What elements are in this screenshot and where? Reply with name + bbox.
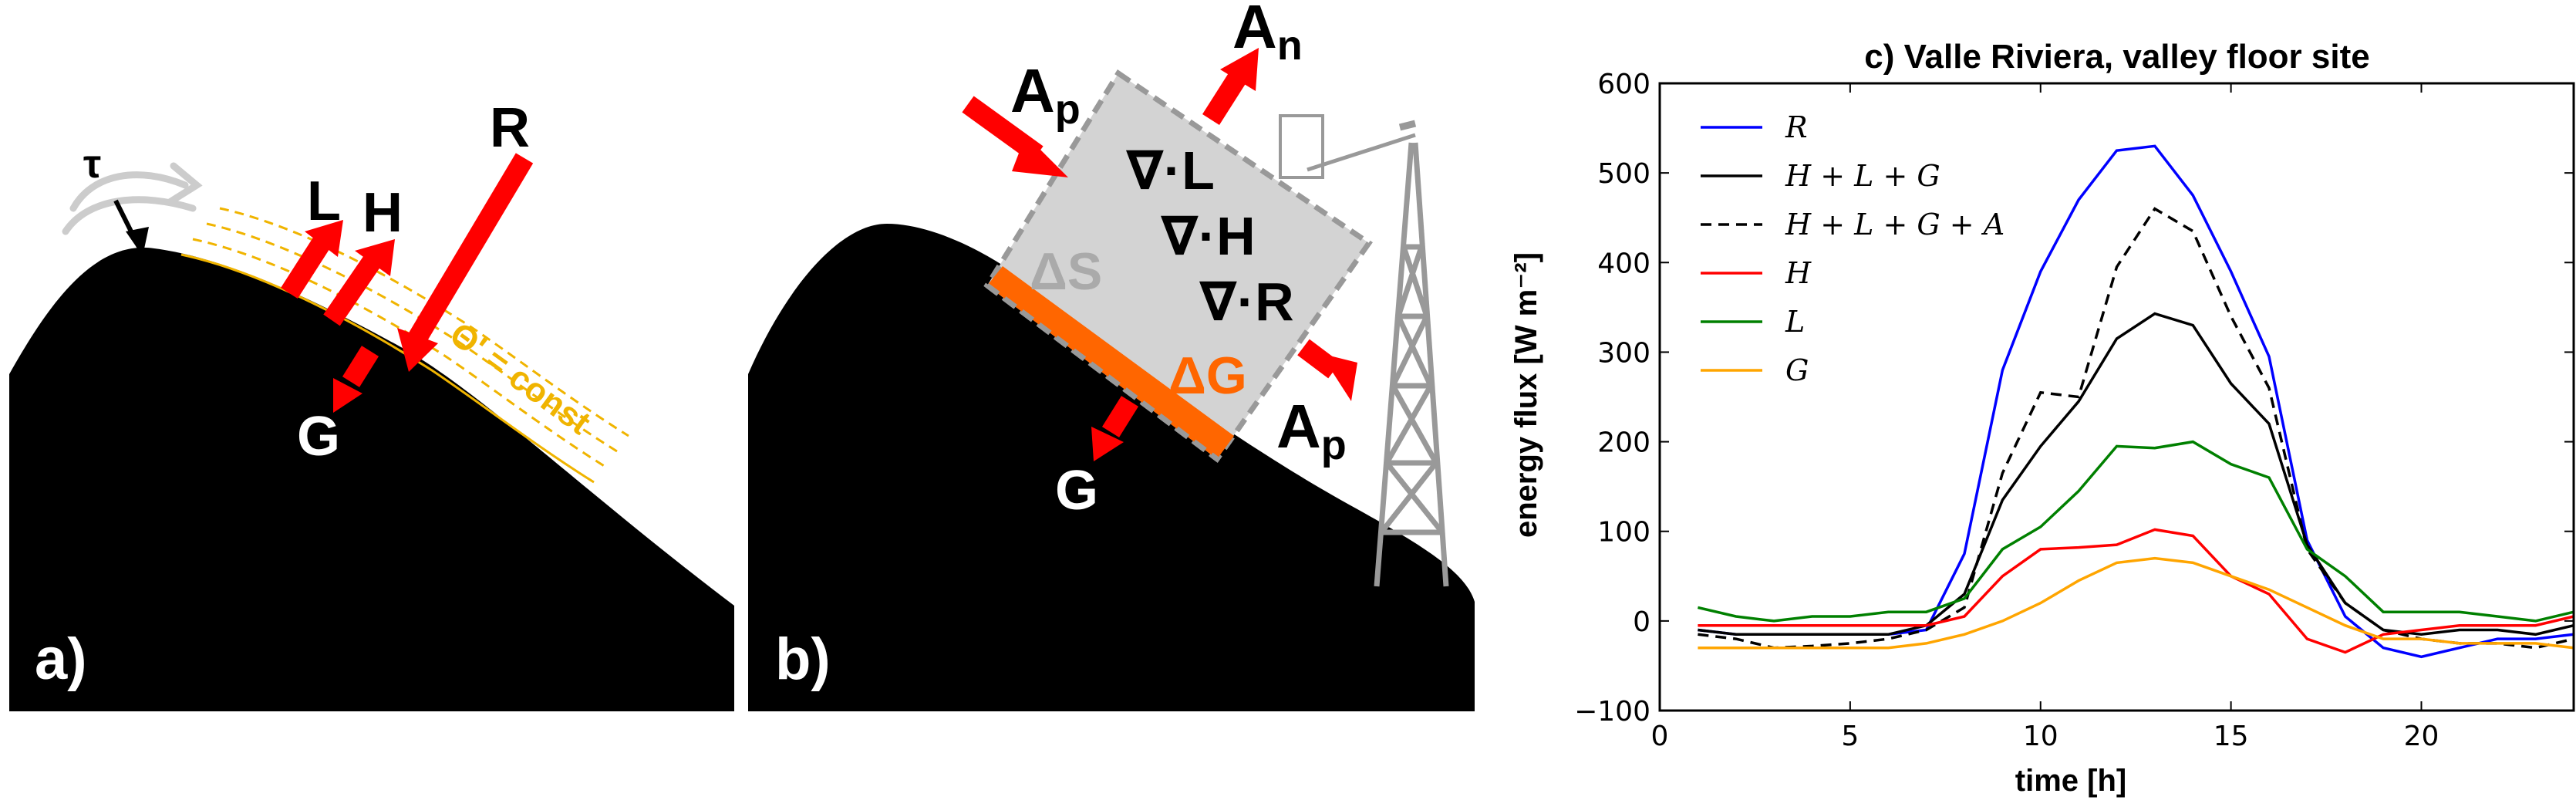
chart-series bbox=[1697, 144, 2574, 659]
L-label: L bbox=[307, 171, 341, 232]
div-R-label: ∇·R bbox=[1199, 272, 1294, 332]
L-flux-arrow bbox=[281, 233, 332, 299]
delta-G-label: ΔG bbox=[1168, 346, 1247, 405]
legend-label: L bbox=[1785, 305, 1805, 339]
R-arrowhead-icon bbox=[397, 328, 438, 372]
div-L-label: ∇·L bbox=[1126, 140, 1215, 201]
G-label: G bbox=[297, 406, 340, 468]
G-flux-arrow bbox=[342, 346, 379, 387]
Ap-out-arrowhead-icon bbox=[1320, 353, 1357, 401]
div-H-label: ∇·H bbox=[1161, 206, 1256, 266]
tau-label: τ bbox=[83, 142, 101, 187]
panel-b: Ap An Ap G ∇·L ∇·H ∇·R ΔS ΔG b) bbox=[748, 0, 1475, 711]
legend-label: H + L + G + A bbox=[1785, 208, 2004, 241]
G-b-arrow bbox=[1101, 396, 1139, 437]
series-line-h-l-g bbox=[1698, 312, 2574, 636]
An-arrowhead-icon bbox=[1220, 48, 1259, 91]
An-arrow bbox=[1202, 72, 1246, 125]
legend-label: H bbox=[1785, 256, 1812, 290]
H-arrowhead-icon bbox=[355, 239, 395, 276]
tau-arrowhead-icon bbox=[126, 227, 149, 256]
Ap-out-label: Ap bbox=[1276, 392, 1347, 468]
soil-edge bbox=[985, 283, 1219, 461]
H-flux-arrow bbox=[323, 252, 383, 326]
y-tick-label: 200 bbox=[1597, 427, 1650, 459]
chart-legend: R H + L + G H + L + G + A HLG bbox=[1701, 110, 2004, 387]
chart-plot-frame bbox=[1658, 82, 2575, 712]
H-label: H bbox=[362, 182, 403, 244]
series-line-h bbox=[1698, 528, 2574, 654]
hill-terrain-b bbox=[748, 224, 1475, 711]
x-tick-label: 0 bbox=[1651, 721, 1669, 752]
legend-label: H + L + G bbox=[1785, 159, 1940, 193]
G-b-arrowhead-icon bbox=[1091, 427, 1124, 461]
y-tick-label: −100 bbox=[1574, 696, 1650, 728]
Ap-in-label: Ap bbox=[1010, 56, 1081, 133]
y-tick-label: 100 bbox=[1597, 517, 1650, 549]
panel-c-chart: c) Valle Riviera, valley floor site time… bbox=[1509, 38, 2575, 798]
legend-label: R bbox=[1785, 110, 1808, 144]
series-line-l bbox=[1697, 440, 2574, 623]
x-tick-label: 5 bbox=[1841, 721, 1859, 752]
panel-a-label: a) bbox=[35, 626, 87, 692]
hill-terrain-a bbox=[9, 247, 734, 711]
y-tick-label: 600 bbox=[1597, 69, 1650, 100]
delta-S-label: ΔS bbox=[1030, 242, 1102, 301]
Ap-in-arrowhead-icon bbox=[1012, 135, 1068, 177]
G-b-label: G bbox=[1055, 460, 1098, 522]
y-tick-label: 400 bbox=[1597, 248, 1650, 279]
panel-a: τ L H R G Θ' = const a) bbox=[9, 97, 734, 711]
An-label: An bbox=[1232, 0, 1303, 69]
x-tick-label: 10 bbox=[2023, 721, 2058, 752]
panel-b-label: b) bbox=[775, 626, 831, 692]
legend-label: G bbox=[1785, 353, 1809, 387]
measurement-tower-icon bbox=[1279, 114, 1449, 587]
chart-xlabel: time [h] bbox=[2015, 764, 2126, 798]
x-tick-label: 15 bbox=[2214, 721, 2249, 752]
series-line-g bbox=[1698, 556, 2574, 650]
y-tick-label: 300 bbox=[1597, 337, 1650, 369]
y-tick-label: 0 bbox=[1633, 606, 1650, 638]
G-arrowhead-icon bbox=[333, 378, 362, 413]
x-tick-label: 20 bbox=[2404, 721, 2439, 752]
R-flux-arrow bbox=[407, 153, 534, 345]
R-label: R bbox=[490, 97, 530, 159]
y-tick-label: 500 bbox=[1597, 158, 1650, 190]
series-line-h-l-g-a bbox=[1698, 207, 2574, 650]
L-arrowhead-icon bbox=[305, 220, 343, 257]
chart-title: c) Valle Riviera, valley floor site bbox=[1864, 38, 2369, 76]
soil-layer bbox=[987, 266, 1234, 459]
wind-swirl-icon bbox=[62, 162, 203, 235]
chart-ylabel: energy flux [W m⁻²] bbox=[1509, 252, 1543, 538]
